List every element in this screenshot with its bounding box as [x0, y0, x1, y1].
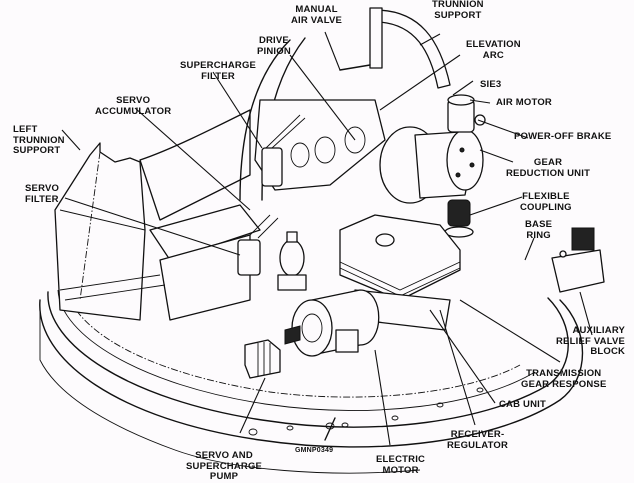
label-left-trunnion-support: LEFT TRUNNION SUPPORT [13, 124, 65, 156]
cab-unit-box [339, 214, 461, 331]
label-trunnion-support: TRUNNION SUPPORT [432, 0, 484, 21]
air-motor-assembly [379, 94, 486, 204]
electric-motor-body [284, 289, 380, 357]
label-cab-unit: CAB UNIT [499, 399, 546, 410]
label-base-ring: BASE RING [525, 219, 553, 241]
label-auxiliary-relief-valve-block: AUXILIARY RELIEF VALVE BLOCK [556, 325, 626, 357]
leader-lines [61, 31, 593, 446]
label-air-motor: AIR MOTOR [496, 97, 552, 108]
label-transmission-gear-response: TRANSMISSION GEAR RESPONSE [521, 368, 607, 390]
label-servo-and-supercharge-pump: SERVO AND SUPERCHARGE PUMP [186, 450, 263, 482]
servo-filter-body [237, 214, 279, 276]
servo-accumulator-body [277, 231, 307, 291]
label-elevation-arc: ELEVATION ARC [466, 39, 521, 61]
figure-code: GMNP0349 [295, 447, 334, 454]
label-flexible-coupling: FLEXIBLE COUPLING [520, 191, 572, 213]
label-electric-motor: ELECTRIC MOTOR [376, 454, 426, 476]
left-trunnion-support [54, 142, 146, 321]
label-servo-filter: SERVO FILTER [25, 183, 60, 205]
elevation-beam [254, 99, 386, 191]
flexible-coupling [444, 199, 474, 238]
label-receiver-regulator: RECEIVER- REGULATOR [447, 429, 509, 451]
label-drive-pinion: DRIVE PINION [257, 35, 291, 57]
label-manual-air-valve: MANUAL AIR VALVE [291, 4, 343, 26]
aux-relief-block [551, 227, 605, 293]
label-servo-accumulator: SERVO ACCUMULATOR [95, 95, 172, 117]
label-gear-reduction-unit: GEAR REDUCTION UNIT [506, 157, 591, 179]
label-power-off-brake: POWER-OFF BRAKE [514, 131, 612, 142]
servo-pump-body [244, 339, 281, 379]
supercharge-filter [261, 114, 306, 187]
left-console [59, 109, 261, 321]
label-supercharge-filter: SUPERCHARGE FILTER [180, 60, 257, 82]
label-sie3: SIE3 [480, 79, 502, 90]
base-ring [39, 289, 584, 474]
